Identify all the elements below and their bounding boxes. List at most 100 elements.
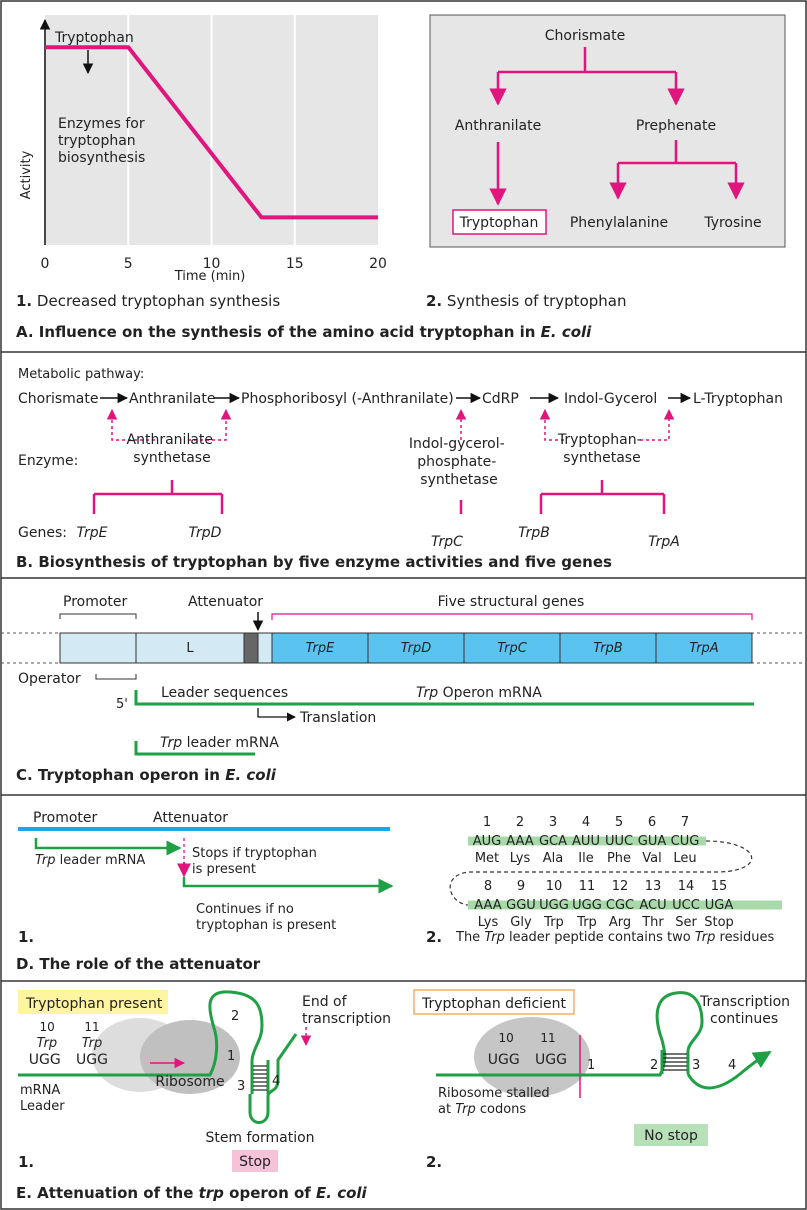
panel-a-title: A. Influence on the synthesis of the ami… <box>16 323 592 341</box>
codon: GUA <box>638 834 667 849</box>
amino-acid: Ala <box>543 851 563 866</box>
anthranilate-label: Anthranilate <box>455 118 541 134</box>
codon: UUC <box>605 834 633 849</box>
promoter-label: Promoter <box>63 594 128 610</box>
gene-trpc: TrpC <box>431 534 463 550</box>
leader-region <box>135 632 245 664</box>
codon-number: 13 <box>645 879 662 894</box>
gene-box <box>367 632 465 664</box>
trp-codon-numbers: 10 11 <box>39 1020 99 1034</box>
codon-number: 2 <box>516 815 524 830</box>
gene-box-label: TrpC <box>497 641 528 656</box>
pathway-steps: Chorismate Anthranilate Phosphoribosyl (… <box>18 391 783 407</box>
gene-box <box>655 632 753 664</box>
leader-sequences-label: Leader sequences <box>161 685 288 701</box>
codon-number: 7 <box>681 815 689 830</box>
trp-leader-label: Trp leader mRNA <box>35 853 145 868</box>
x-tick-label: 10 <box>203 256 221 272</box>
codon: UCC <box>672 898 700 913</box>
y-axis-label: Activity <box>19 150 34 199</box>
pathway-box <box>429 14 786 248</box>
mrna-leader-label: mRNA Leader <box>20 1083 65 1114</box>
codon: GCA <box>539 834 567 849</box>
panel-d-num1: 1. <box>18 928 34 946</box>
attenuator-label: Attenuator <box>188 594 263 610</box>
codon: GGU <box>506 898 536 913</box>
continues-if-absent: Continues if no tryptophan is present <box>196 902 336 933</box>
transcription-continues-label: Transcription continues <box>699 994 795 1027</box>
leader-mrna-label: Trp leader mRNA <box>160 735 279 751</box>
step-anthranilate: Anthranilate <box>129 391 215 407</box>
stop-label: Stop <box>239 1154 271 1170</box>
stem-base-pairs <box>253 1065 267 1091</box>
amino-acid: Lys <box>478 915 499 930</box>
amino-acid: Phe <box>607 851 631 866</box>
trp-codon-aas: Trp Trp <box>37 1036 103 1051</box>
x-tick-label: 0 <box>41 256 50 272</box>
panel-c: Promoter Attenuator Five structural gene… <box>1 594 806 784</box>
step-l-tryptophan: L-Tryptophan <box>693 391 783 407</box>
gene-trpa: TrpA <box>648 534 680 550</box>
gene-trpe: TrpE <box>77 525 108 541</box>
gene-box-label: TrpD <box>401 641 432 656</box>
enzyme-row-label: Enzyme: <box>18 453 78 469</box>
codon: AUU <box>572 834 600 849</box>
promoter-region <box>59 632 137 664</box>
gene-brackets <box>92 480 666 514</box>
translation-label: Translation <box>299 710 376 726</box>
gene-box-label: TrpE <box>306 641 336 656</box>
caption-a1: 1. Decreased tryptophan synthesis <box>16 292 280 310</box>
panel-b: Metabolic pathway: Chorismate Anthranila… <box>16 367 783 571</box>
attenuator-region <box>243 632 259 664</box>
five-prime-label: 5' <box>116 697 128 712</box>
trp-codons-e2: UGG UGG <box>488 1052 567 1068</box>
stem-formation-label: Stem formation <box>205 1130 314 1146</box>
mrna-terminator-hairpin <box>18 990 298 1124</box>
codon-number: 9 <box>517 879 525 894</box>
step-chorismate: Chorismate <box>18 391 98 407</box>
amino-acid: Met <box>475 851 499 866</box>
stop-badge <box>232 1150 278 1172</box>
codon-number: 5 <box>615 815 623 830</box>
step-phosphoribosyl: Phosphoribosyl (-Anthranilate) <box>241 391 454 407</box>
x-tick-label: 20 <box>369 256 387 272</box>
region-numbers-e2: 1 2 3 4 <box>587 1058 736 1073</box>
step-cdrp: CdRP <box>482 391 519 407</box>
x-tick-label: 5 <box>124 256 133 272</box>
tyrosine-label: Tyrosine <box>703 215 761 231</box>
no-stop-badge <box>634 1124 708 1146</box>
codon-number: 11 <box>579 879 596 894</box>
step-indol-glycerol: Indol-Gycerol <box>564 391 657 407</box>
tryptophan-arrow-label: Tryptophan <box>54 30 134 46</box>
tryptophan-present-badge <box>18 990 168 1014</box>
panel-d: Promoter Attenuator Trp leader mRNA Stop… <box>16 810 782 973</box>
enzyme-action-arrows <box>106 408 675 441</box>
codon-number: 8 <box>484 879 492 894</box>
stalled-ribosome <box>474 1017 590 1097</box>
leader-mrna <box>134 741 255 756</box>
codon-number: 1 <box>483 815 491 830</box>
gene-trpb: TrpB <box>518 525 550 541</box>
panel-e-num2: 2. <box>426 1153 442 1171</box>
trp-codons-e1: UGG UGG <box>29 1052 108 1068</box>
x-tick-label: 15 <box>286 256 304 272</box>
continued-transcript <box>182 877 394 894</box>
antiterminator-hairpin <box>436 991 704 1077</box>
enzyme-indol-glycerol-phosphate-synthetase: Indol-gycerol- phosphate- synthetase <box>409 436 509 488</box>
enzymes-label: Enzymes for tryptophan biosynthesis <box>58 116 149 166</box>
ribosome-stalled-label: Ribosome stalled at Trp codons <box>438 1086 554 1117</box>
leader-transcript <box>34 838 182 856</box>
amino-acid: Ser <box>675 915 697 930</box>
codon: UGG <box>572 898 602 913</box>
panel-c-title: C. Tryptophan operon in E. coli <box>16 766 277 784</box>
operator-label: Operator <box>18 671 81 687</box>
codon-number: 12 <box>612 879 629 894</box>
amino-acid: Arg <box>609 915 631 930</box>
panel-b-title: B. Biosynthesis of tryptophan by five en… <box>16 553 612 571</box>
end-of-transcription-label: End of transcription <box>302 994 391 1027</box>
amino-acid: Val <box>642 851 661 866</box>
operon-mrna-label: Trp Operon mRNA <box>416 685 542 701</box>
continued-transcript-e2 <box>686 1050 772 1090</box>
